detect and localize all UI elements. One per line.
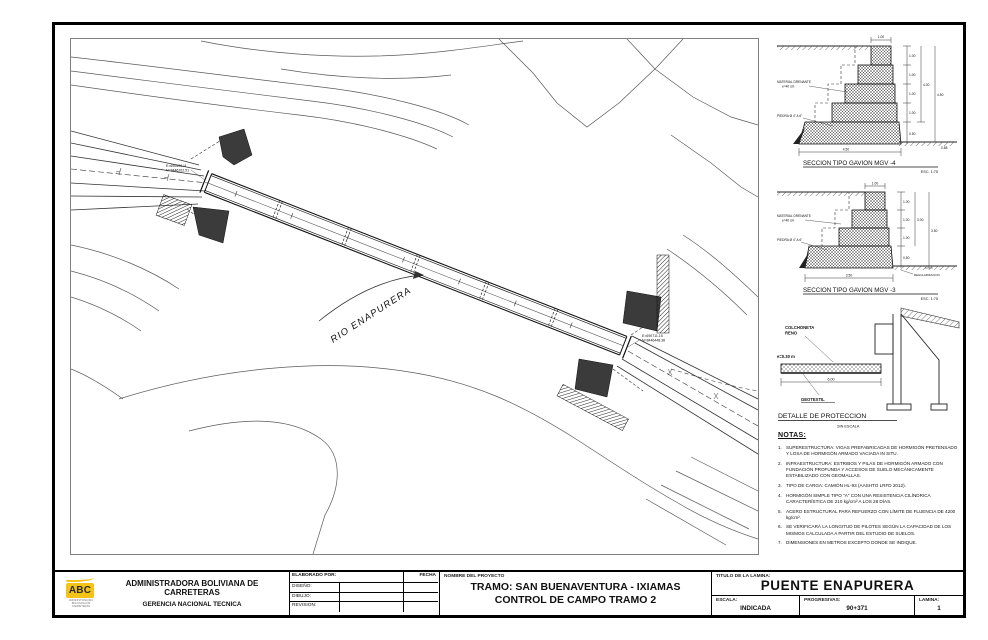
svg-text:1.00: 1.00 [878,35,885,39]
note-item: 7.DIMENSIONES EN METROS EXCEPTO DONDE SE… [778,540,917,546]
elaborado-header: ELABORADO POR: [290,572,404,583]
note-item: 6.SE VERIFICARÁ LA LONGITUD DE PILOTES S… [778,524,952,536]
svg-text:e=40 cm: e=40 cm [782,219,795,223]
progresivas-value: 90+371 [846,605,868,612]
abc-logo-caption: ADMINISTRADORA BOLIVIANA DE CARRETERAS [68,598,94,608]
svg-text:E=690696.11: E=690696.11 [166,164,187,168]
protection-detail: COLCHONETA RENO e=0.30 m 6.00 GEOTEXTIL … [775,302,960,430]
svg-text:1.00: 1.00 [903,200,910,204]
mgv3-title: SECCION TIPO GAVION MGV -3 [803,287,896,294]
svg-text:E=690711.15: E=690711.15 [642,334,663,338]
project-label: NOMBRE DEL PROYECTO [444,574,505,579]
lamina-cell: LAMINA: 1 [915,596,963,615]
svg-text:PIEDRA Ø 4" A 6": PIEDRA Ø 4" A 6" [777,114,802,118]
note-item: 1.SUPERESTRUCTURA: VIGAS PREFABRICADAS D… [778,445,958,457]
section-mgv3: 1.00 1.00 1.00 3.00 3.50 0.50 3.50 1.00 … [775,180,960,302]
svg-text:3.00: 3.00 [917,218,924,222]
svg-text:0.88: 0.88 [941,146,948,150]
note-item: 2.INFRAESTRUCTURA: ESTRIBOS Y PILAS DE H… [778,460,943,479]
project-line1: TRAMO: SAN BUENAVENTURA - IXIAMAS [470,581,681,593]
svg-text:N=8446202.51: N=8446202.51 [166,169,189,173]
svg-text:N=8446448.38: N=8446448.38 [642,339,665,343]
approach-road-left [71,130,224,234]
title-block: ABC ADMINISTRADORA BOLIVIANA DE CARRETER… [55,570,963,615]
abc-logo: ABC ADMINISTRADORA BOLIVIANA DE CARRETER… [63,575,99,613]
abutment1-coords: E=690696.11 N=8446202.51 [166,164,206,181]
svg-text:4.50: 4.50 [937,93,944,97]
svg-text:SIN ESCALA: SIN ESCALA [837,425,860,429]
abc-logo-swoosh-icon [66,577,94,582]
plan-view-drawing: RIO ENAPURERA E=690696.11 N=8446202.51 E… [71,39,758,554]
svg-text:0.50: 0.50 [909,132,916,136]
progresivas-cell: PROGRESIVAS: 90+371 [800,596,915,615]
svg-text:4.50: 4.50 [843,148,850,152]
sheet-title: PUENTE ENAPURERA [760,578,915,593]
row-revision-label: REVISION: [290,602,340,612]
bridge-deck [199,170,632,359]
section-mgv4: 1.00 1.00 1.00 1.00 4.00 4.50 0.50 0.88 … [775,32,960,177]
pier-joints [271,200,559,329]
elaborado-table: ELABORADO POR: FECHA DISEÑO: DIBUJO: REV… [290,572,440,615]
fecha-header: FECHA [404,572,438,583]
svg-text:RENO: RENO [785,331,798,336]
row-diseno-fecha [404,583,438,593]
row-dibujo-label: DIBUJO: [290,592,340,602]
svg-text:ESC. 1:75: ESC. 1:75 [921,297,938,301]
svg-text:e=40 cm: e=40 cm [782,85,795,89]
sheet-title-label: TITULO DE LA LAMINA: [716,574,771,579]
row-dibujo-fecha [404,593,438,602]
svg-text:1.00: 1.00 [903,236,910,240]
approach-road-right [612,314,758,455]
row-revision-value [340,602,404,612]
svg-text:1.00: 1.00 [909,54,916,58]
svg-text:3.50: 3.50 [931,229,938,233]
svg-text:4.00: 4.00 [923,83,930,87]
svg-text:PIEDRA Ø 4" A 6": PIEDRA Ø 4" A 6" [777,238,802,242]
gavion-works [155,128,670,431]
svg-text:6.00: 6.00 [828,378,835,382]
abc-logo-mark: ABC [66,582,94,598]
agency-cell: ABC ADMINISTRADORA BOLIVIANA DE CARRETER… [55,572,290,615]
notes-title: NOTAS: [778,432,807,439]
svg-text:1.00: 1.00 [909,73,916,77]
svg-text:GEOTEXTIL: GEOTEXTIL [801,397,825,402]
note-item: 4.HORMIGÓN SIMPLE TIPO "A" CON UNA RESIS… [778,492,931,504]
sheet-title-cell: TITULO DE LA LAMINA: PUENTE ENAPURERA ES… [712,572,963,615]
contour-lines [71,39,758,554]
svg-text:MATERIAL DRENANTE: MATERIAL DRENANTE [777,80,811,84]
escala-value: INDICADA [740,605,771,612]
row-revision-fecha [404,602,438,612]
svg-text:1.00: 1.00 [903,218,910,222]
mgv4-title: SECCION TIPO GAVION MGV -4 [803,160,896,167]
row-dibujo-value [340,592,404,602]
notes-block: NOTAS: 1.SUPERESTRUCTURA: VIGAS PREFABRI… [778,432,960,550]
project-line2: CONTROL DE CAMPO TRAMO 2 [494,594,657,607]
svg-text:ESC. 1:75: ESC. 1:75 [921,170,938,174]
note-item: 5.ACERO ESTRUCTURAL PARA REFUERZO CON LÍ… [778,508,956,520]
svg-text:0.50: 0.50 [903,256,910,260]
plan-view-frame: RIO ENAPURERA E=690696.11 N=8446202.51 E… [70,38,759,555]
svg-text:1.00: 1.00 [872,182,879,186]
row-diseno-value [340,583,404,593]
svg-text:e=0.30 m: e=0.30 m [777,354,795,359]
svg-text:MATERIAL DRENANTE: MATERIAL DRENANTE [777,214,811,218]
escala-cell: ESCALA: INDICADA [712,596,800,615]
lamina-value: 1 [937,605,941,612]
svg-text:1.00: 1.00 [909,92,916,96]
abutment2-coords: E=690711.15 N=8446448.38 [627,334,665,348]
svg-text:3.50: 3.50 [846,274,853,278]
river-label: RIO ENAPURERA [329,285,414,346]
river-flow-arrow [318,271,424,322]
agency-division: GERENCIA NACIONAL TECNICA [142,601,242,609]
sheet-border: RIO ENAPURERA E=690696.11 N=8446202.51 E… [52,22,966,618]
project-cell: NOMBRE DEL PROYECTO TRAMO: SAN BUENAVENT… [440,572,712,615]
row-diseno-label: DISEÑO: [290,583,340,593]
protection-title: DETALLE DE PROTECCION [778,413,866,420]
note-item: 3.TIPO DE CARGA: CAMIÓN HL-93 (AASHTO LR… [778,482,906,488]
svg-text:COLCHONETA: COLCHONETA [785,325,814,330]
svg-text:REGULARIZACION: REGULARIZACION [914,273,940,277]
svg-text:1.00: 1.00 [909,111,916,115]
